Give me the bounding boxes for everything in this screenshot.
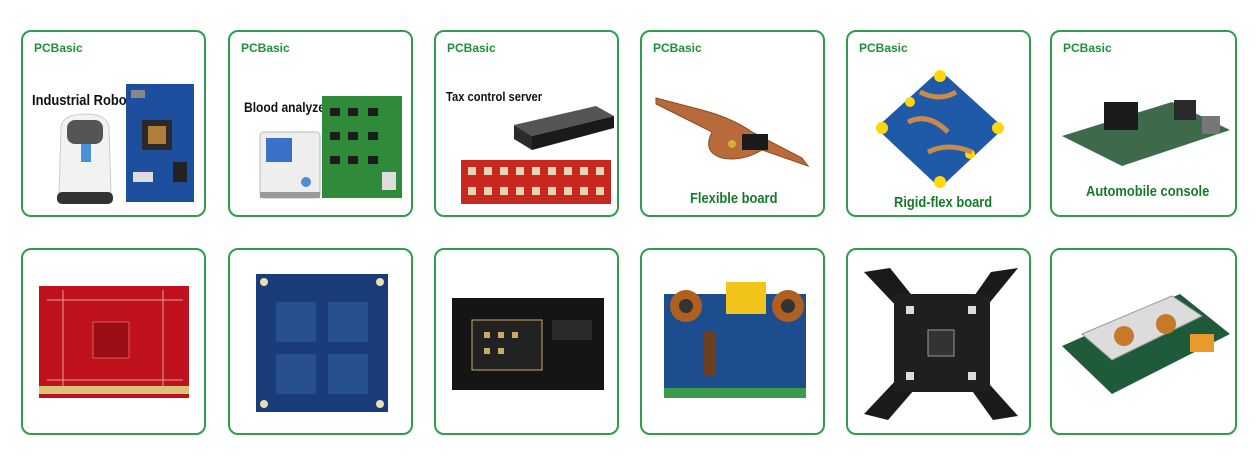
power-supply-image <box>664 282 806 398</box>
brand-logo: PCBasic <box>1063 41 1112 55</box>
card-flexible-board: PCBasic Flexible board <box>640 30 825 217</box>
card-power-supply-pcb <box>640 248 825 435</box>
brand-logo: PCBasic <box>34 41 83 55</box>
card-label: Blood analyzer <box>244 99 330 115</box>
red-pcb-image <box>39 286 189 398</box>
card-label: Tax control server <box>446 89 543 104</box>
flex-pcb-image <box>655 97 810 168</box>
card-label: Automobile console <box>1086 183 1210 200</box>
card-blue-pcb <box>228 248 413 435</box>
brand-logo: PCBasic <box>653 41 702 55</box>
card-drone-frame-pcb <box>846 248 1031 435</box>
drone-frame-image <box>864 268 1018 420</box>
card-industrial-robot: PCBasic Industrial Robot <box>21 30 206 217</box>
server-image <box>514 106 614 150</box>
card-automobile-console: PCBasic Automobile console <box>1050 30 1237 217</box>
brand-logo: PCBasic <box>447 41 496 55</box>
blue-board-image <box>126 84 194 202</box>
analyzer-image <box>259 131 321 199</box>
red-board-image <box>461 160 611 204</box>
card-blood-analyzer: PCBasic Blood analyzer <box>228 30 413 217</box>
robot-image <box>57 113 113 204</box>
green-board-image <box>322 96 402 198</box>
rigid-flex-image <box>876 70 1004 188</box>
blue-pcb-image <box>256 274 388 412</box>
brand-logo: PCBasic <box>859 41 908 55</box>
card-black-pcb <box>434 248 619 435</box>
card-label: Industrial Robot <box>32 92 131 109</box>
card-label: Flexible board <box>690 190 778 207</box>
card-label: Rigid-flex board <box>894 194 993 211</box>
black-pcb-image <box>452 298 604 390</box>
card-rigid-flex-board: PCBasic Rigid-flex board <box>846 30 1031 217</box>
console-board-image <box>1062 100 1230 166</box>
card-red-pcb <box>21 248 206 435</box>
brand-logo: PCBasic <box>241 41 290 55</box>
card-psu-heatsink-board <box>1050 248 1237 435</box>
psu-heatsink-image <box>1062 294 1230 394</box>
card-tax-control-server: PCBasic Tax control server <box>434 30 619 217</box>
